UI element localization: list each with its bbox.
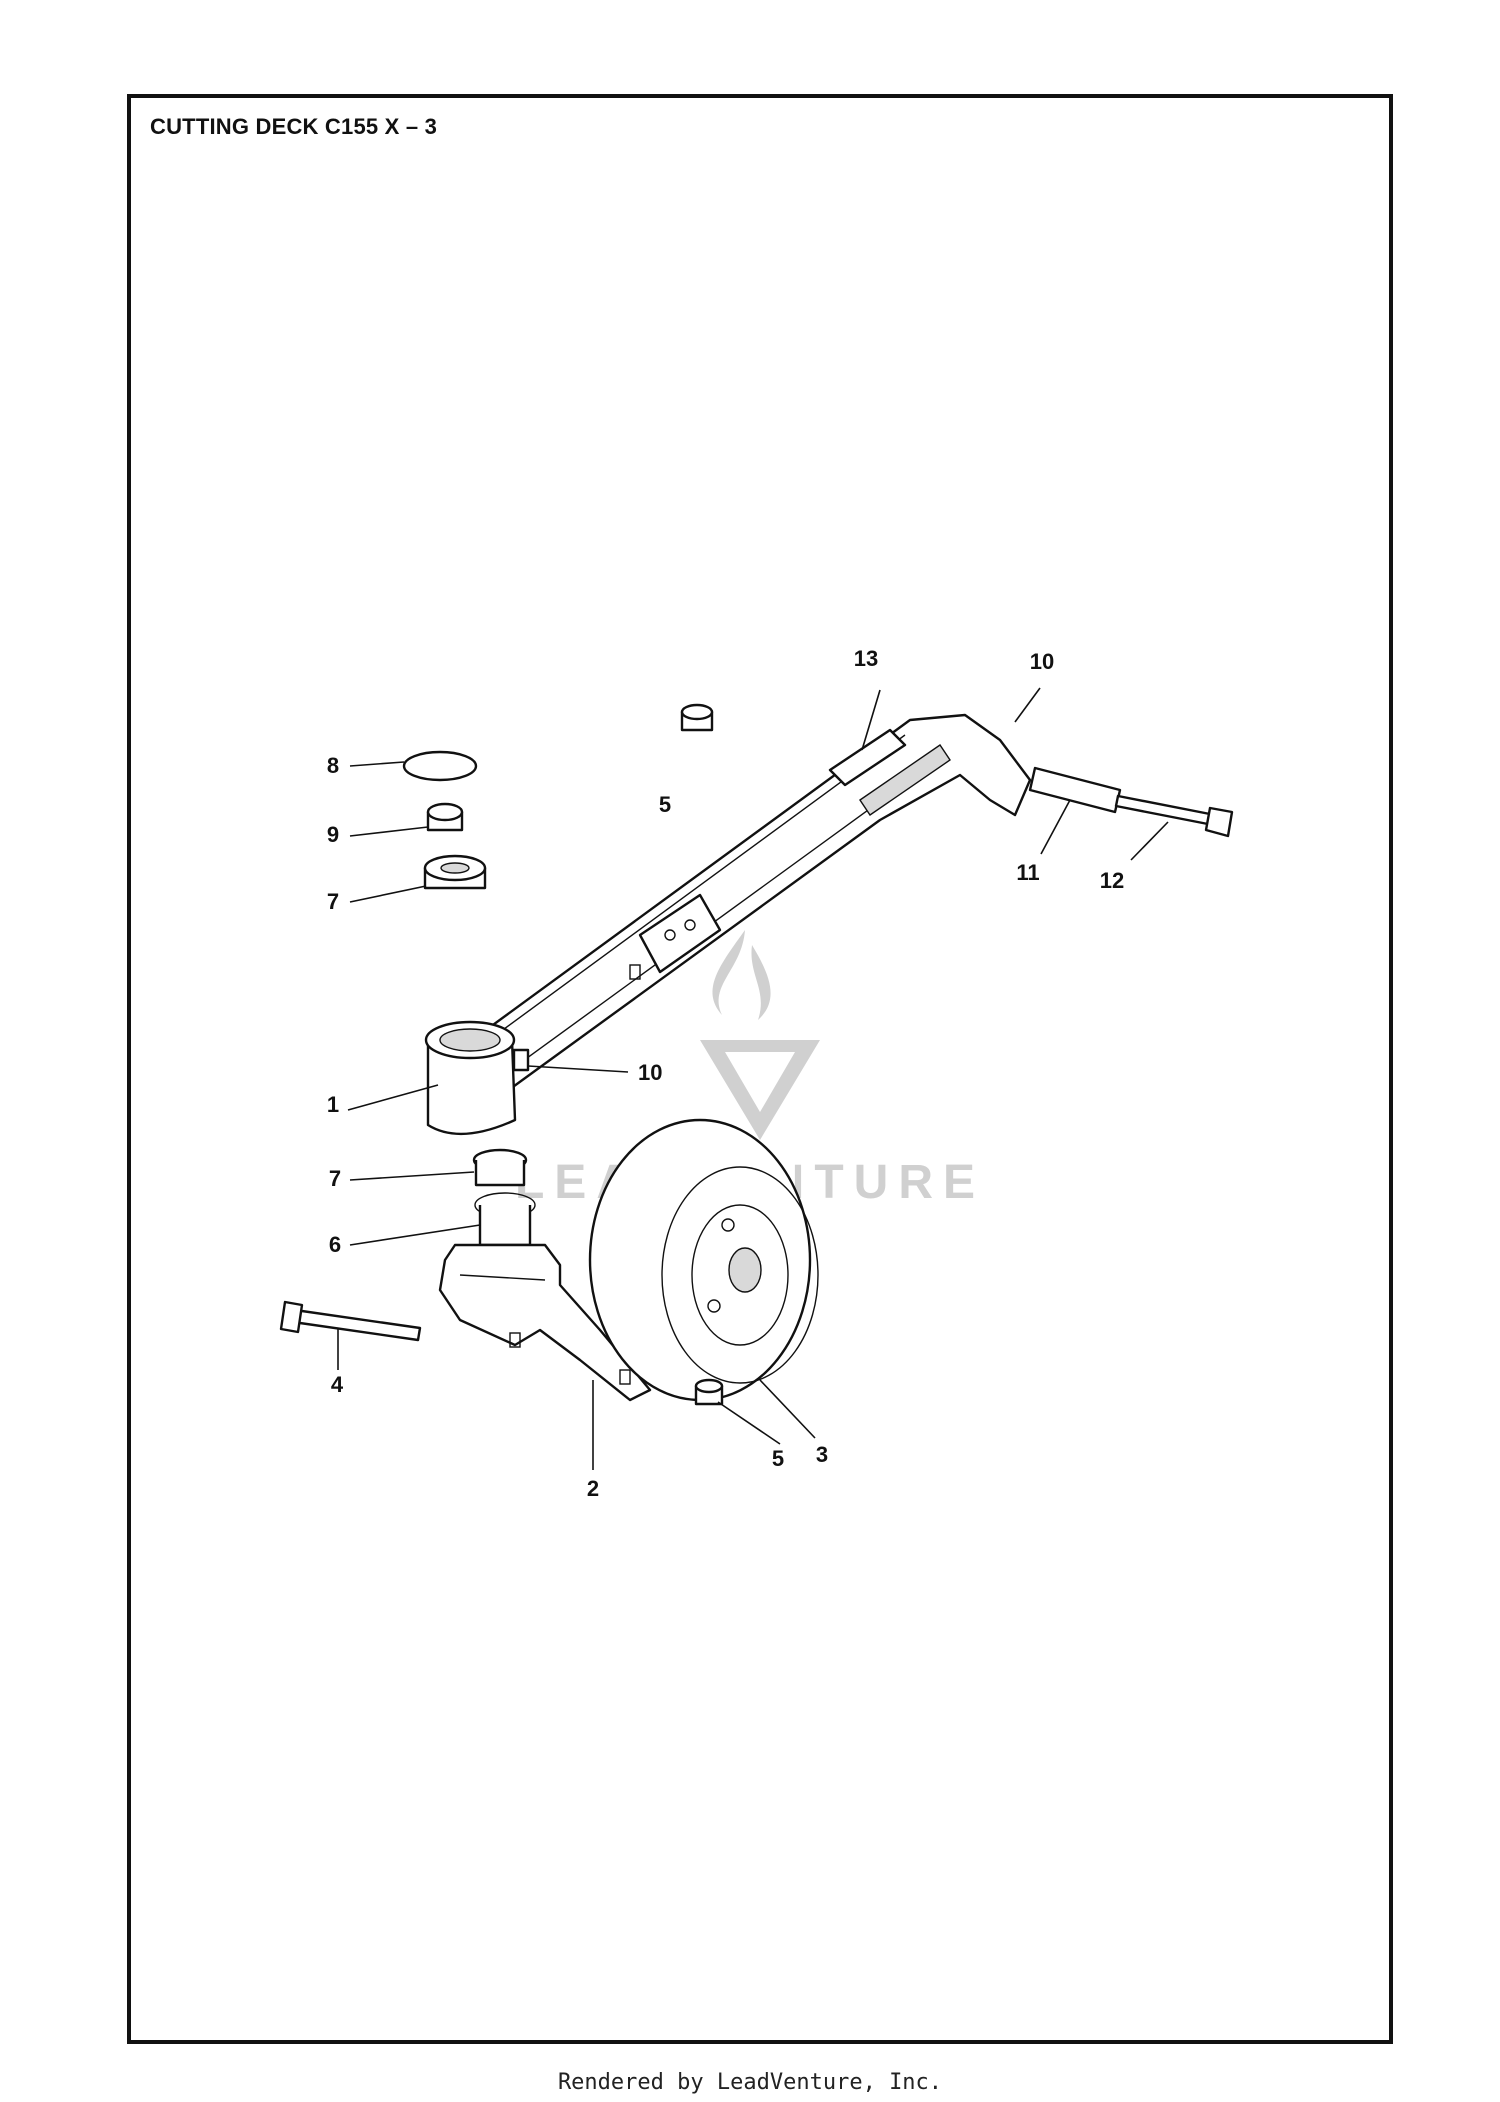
leader-lines [337, 687, 1169, 1470]
callout-12: 12 [1100, 868, 1124, 893]
caster-arm [443, 713, 1032, 1102]
flange-nut-top [680, 703, 714, 732]
lock-nut [426, 802, 464, 832]
dust-cap [402, 750, 478, 782]
callout-9: 9 [327, 822, 339, 847]
callout-8: 8 [327, 753, 339, 778]
callout-5-top: 5 [659, 792, 671, 817]
callout-7-lower: 7 [329, 1166, 341, 1191]
callout-3: 3 [816, 1442, 828, 1467]
bearing-lower [472, 1148, 528, 1187]
callout-labels: 13 10 8 5 9 7 11 12 10 1 7 6 4 5 3 2 [327, 646, 1124, 1501]
callout-1: 1 [327, 1092, 339, 1117]
callout-13: 13 [854, 646, 878, 671]
callout-4: 4 [331, 1372, 344, 1397]
callout-10-top: 10 [1030, 649, 1054, 674]
fork-bolt [279, 1300, 422, 1342]
bearing-upper [423, 854, 487, 890]
callout-10-lower: 10 [638, 1060, 662, 1085]
callout-6: 6 [329, 1232, 341, 1257]
diagram-frame [127, 94, 1393, 2044]
caster-fork [438, 1243, 652, 1402]
callout-2: 2 [587, 1476, 599, 1501]
spacer-and-bolt [1028, 766, 1234, 838]
callout-7-top: 7 [327, 889, 339, 914]
axle-nut [694, 1378, 724, 1406]
callout-5-lower: 5 [772, 1446, 784, 1471]
pivot-tube [424, 1020, 530, 1135]
diagram-title: CUTTING DECK C155 X – 3 [150, 114, 438, 139]
footer-credit: Rendered by LeadVenture, Inc. [557, 2070, 943, 2095]
callout-11: 11 [1016, 860, 1039, 885]
